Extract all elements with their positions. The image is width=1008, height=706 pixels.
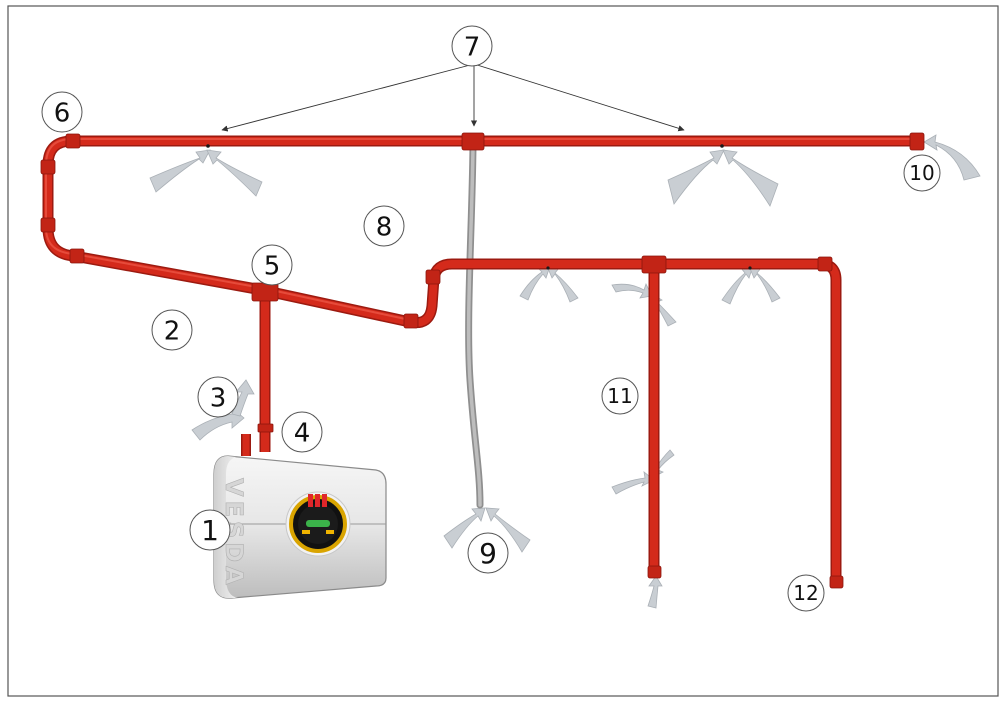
- callout-12: 12: [787, 574, 825, 612]
- elbow-fitting: [40, 217, 56, 233]
- end-cap-11: [647, 565, 662, 579]
- callout-7: 7: [451, 25, 493, 67]
- status-led-green: [306, 520, 330, 527]
- callout-8: 8: [363, 205, 405, 247]
- callout-5: 5: [251, 244, 293, 286]
- airflow-arrow-icon: [722, 149, 779, 207]
- callout-circle: [363, 205, 405, 247]
- callout-circle: [41, 91, 83, 133]
- callout-9: 9: [467, 532, 509, 574]
- sampling-hole-icon: [720, 144, 724, 148]
- callout-circle: [601, 377, 639, 415]
- smoke-detector-unit-icon: VESDA: [213, 455, 387, 599]
- airflow-arrow-icon: [748, 265, 781, 303]
- airflow-arrow-icon: [923, 134, 981, 181]
- leader-line: [221, 63, 475, 132]
- callout-circle: [467, 532, 509, 574]
- airflow-arrows: [149, 134, 981, 609]
- callout-1: 1: [189, 509, 231, 551]
- callout-number: 3: [210, 383, 227, 413]
- callout-circle: [151, 309, 193, 351]
- pipe-fittings: [40, 132, 925, 589]
- callout-7-leaders: [221, 63, 685, 132]
- callout-circle: [197, 376, 239, 418]
- end-cap-12: [829, 575, 844, 589]
- callout-circle: [903, 154, 941, 192]
- airflow-arrow-icon: [647, 575, 663, 609]
- callout-6: 6: [41, 91, 83, 133]
- airflow-arrow-icon: [519, 265, 551, 301]
- main-sampling-pipe-shine: [45, 138, 914, 321]
- airflow-arrow-icon: [721, 265, 754, 305]
- callout-3: 3: [197, 376, 239, 418]
- airflow-arrow-icon: [206, 149, 263, 197]
- status-led-amber: [326, 530, 334, 534]
- diagram-frame: [7, 5, 999, 697]
- elbow-fitting: [403, 313, 419, 329]
- callout-4: 4: [281, 411, 323, 453]
- callout-number: 12: [793, 581, 818, 605]
- callout-number: 1: [201, 514, 219, 547]
- callout-number: 7: [464, 32, 481, 62]
- callout-circle: [251, 244, 293, 286]
- callout-number: 4: [294, 418, 311, 448]
- sampling-holes: [206, 144, 752, 270]
- airflow-arrow-icon: [191, 407, 245, 441]
- callout-number: 2: [164, 316, 181, 346]
- tee-fitting-7: [461, 132, 485, 151]
- sampling-hole-icon: [748, 266, 752, 270]
- callout-11: 11: [601, 377, 639, 415]
- callout-number: 11: [607, 384, 632, 408]
- callout-number: 6: [54, 98, 71, 128]
- elbow-fitting: [40, 159, 56, 175]
- callout-circle: [189, 509, 231, 551]
- alarm-indicator-2: [315, 494, 320, 507]
- alarm-indicator-3: [322, 494, 327, 507]
- tee-fitting: [641, 255, 667, 274]
- elbow-fitting: [69, 248, 85, 264]
- callout-number: 10: [909, 161, 934, 185]
- airflow-arrow-icon: [611, 471, 655, 495]
- callout-circle: [451, 25, 493, 67]
- alarm-indicator-1: [308, 494, 313, 507]
- airflow-arrow-icon: [485, 507, 531, 553]
- status-led-amber: [302, 530, 310, 534]
- callout-number: 5: [264, 251, 281, 281]
- elbow-fitting: [425, 269, 441, 285]
- callout-number: 8: [376, 212, 393, 242]
- airflow-arrow-icon: [149, 149, 211, 193]
- callout-10: 10: [903, 154, 941, 192]
- callout-circle: [787, 574, 825, 612]
- sampling-hole-icon: [546, 266, 550, 270]
- pipe-connector-4: [257, 423, 274, 433]
- end-cap-10: [909, 132, 925, 151]
- airflow-arrow-icon: [546, 265, 579, 303]
- elbow-fitting: [817, 256, 833, 272]
- callout-2: 2: [151, 309, 193, 351]
- airflow-arrow-icon: [443, 507, 486, 549]
- capillary-tube-highlight: [466, 144, 482, 507]
- elbow-fitting: [65, 133, 81, 149]
- sampling-hole-icon: [206, 144, 210, 148]
- callout-number: 9: [479, 537, 497, 570]
- airflow-arrow-icon: [667, 149, 725, 205]
- leader-line: [473, 63, 685, 132]
- airflow-arrow-icon: [611, 282, 653, 299]
- tee-fitting-5: [251, 282, 279, 302]
- callout-circle: [281, 411, 323, 453]
